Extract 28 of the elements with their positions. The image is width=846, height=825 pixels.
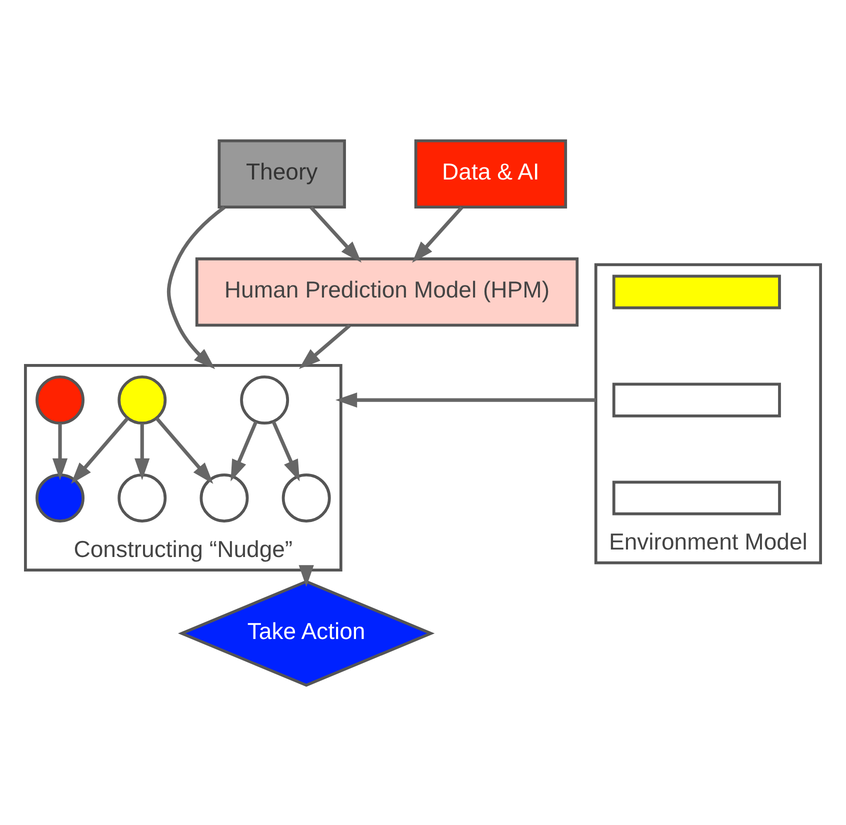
arrow (52, 423, 68, 480)
node-circle (282, 473, 331, 522)
arrow (71, 416, 129, 484)
cluster: Environment Model (594, 262, 822, 564)
arrow (412, 206, 464, 262)
node-bar (612, 274, 781, 309)
node-bar (612, 382, 781, 417)
node-box: Theory (218, 138, 346, 208)
arrow (166, 205, 226, 369)
node-bar (612, 480, 781, 515)
node-circle (240, 375, 290, 424)
node-circle (200, 473, 249, 522)
arrow (299, 324, 351, 369)
arrow (335, 392, 596, 408)
node-circle (118, 473, 167, 522)
cluster: Constructing “Nudge” (24, 364, 342, 571)
node-box: Human Prediction Model (HPM) (195, 256, 579, 326)
node-circle (36, 473, 84, 522)
arrow (298, 564, 314, 586)
arrow (134, 423, 150, 480)
node-box: Data & AI (414, 138, 568, 208)
arrow (310, 206, 362, 262)
arrow (230, 420, 258, 481)
node-diamond: Take Action (178, 579, 435, 686)
arrow (272, 420, 300, 481)
node-circle (36, 375, 84, 424)
arrow (155, 416, 214, 484)
node-circle (118, 375, 167, 424)
